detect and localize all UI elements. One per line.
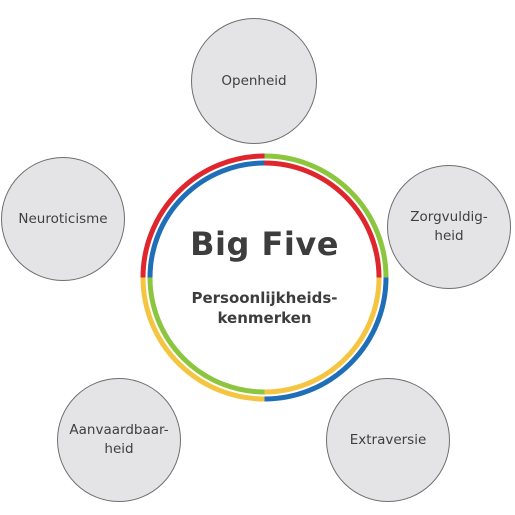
center-title: Big Five (190, 225, 339, 263)
trait-label-extraversie: Extraversie (349, 431, 427, 448)
ring-arc-0-2 (140, 277, 265, 402)
ring-arc-1-2 (147, 277, 265, 395)
ring-arc-0-3 (140, 153, 265, 278)
ring-arc-1-0 (264, 160, 382, 278)
ring-arc-0-0 (264, 153, 389, 278)
center-subtitle: Persoonlijkheids- kenmerken (191, 289, 338, 327)
ring-arc-1-3 (147, 160, 265, 278)
trait-label-aanvaardbaarheid: Aanvaardbaar- heid (69, 422, 169, 457)
trait-bubble-zorgvuldigheid: Zorgvuldig- heid (387, 165, 511, 289)
ring-arc-1-1 (264, 277, 382, 395)
trait-label-zorgvuldigheid: Zorgvuldig- heid (410, 209, 488, 244)
center-circle (150, 163, 379, 392)
trait-bubble-extraversie: Extraversie (326, 378, 450, 502)
trait-bubble-openheid: Openheid (191, 18, 317, 144)
ring-arc-0-1 (264, 277, 389, 402)
trait-bubble-aanvaardbaarheid: Aanvaardbaar- heid (57, 378, 181, 502)
trait-bubble-neuroticisme: Neuroticisme (1, 157, 125, 281)
trait-label-openheid: Openheid (221, 72, 287, 89)
trait-label-neuroticisme: Neuroticisme (18, 210, 108, 227)
